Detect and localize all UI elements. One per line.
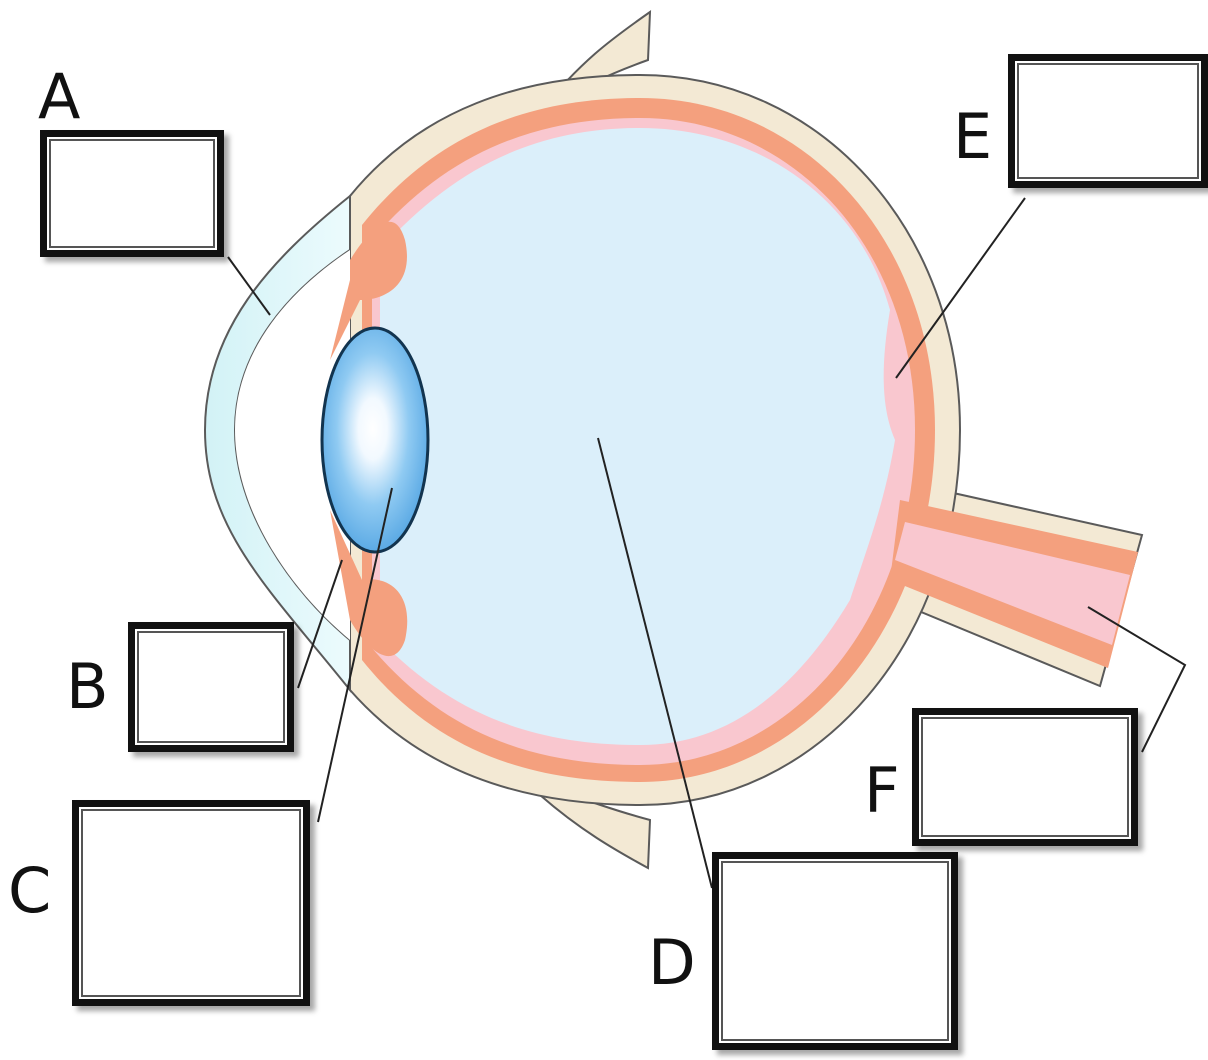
label-letter-d: D [648, 932, 696, 994]
label-letter-e: E [953, 106, 992, 168]
label-letter-c: C [8, 860, 51, 922]
lens [322, 328, 428, 552]
label-letter-f: F [864, 760, 900, 822]
label-letter-b: B [66, 656, 109, 718]
label-letter-a: A [38, 66, 80, 128]
answer-box-f[interactable] [912, 708, 1138, 846]
answer-box-b[interactable] [128, 622, 294, 752]
answer-box-e[interactable] [1008, 54, 1208, 188]
answer-box-d[interactable] [712, 852, 958, 1050]
answer-box-a[interactable] [40, 130, 224, 257]
answer-box-c[interactable] [72, 800, 310, 1006]
